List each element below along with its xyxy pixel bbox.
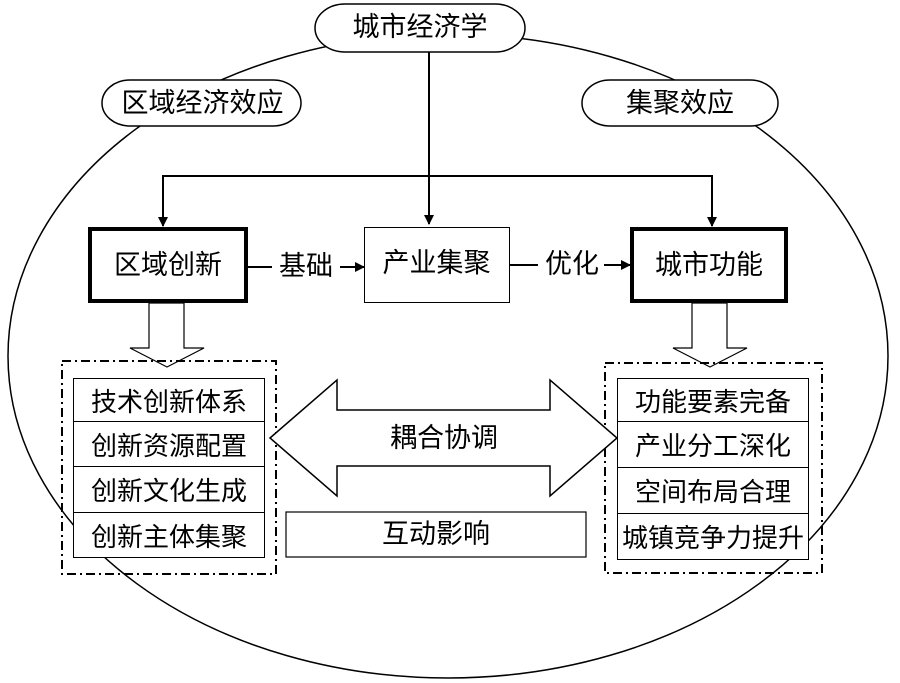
right-list-item: 产业分工深化	[617, 422, 809, 468]
left-list-item: 技术创新体系	[73, 378, 265, 422]
industry-cluster-node: 产业集聚	[364, 227, 510, 303]
left-group-frame	[61, 360, 277, 575]
top-title: 城市经济学	[352, 12, 488, 43]
left-oval-shape	[101, 79, 302, 127]
left-list-item: 创新资源配置	[73, 422, 265, 467]
industry-cluster-label: 产业集聚	[382, 248, 491, 279]
city-function-label: 城市功能	[655, 250, 763, 281]
right-oval-label: 集聚效应	[626, 88, 734, 119]
interaction-box	[285, 511, 587, 558]
right-hollow-down-arrow	[672, 302, 748, 368]
right-oval-shape	[581, 79, 779, 127]
region-innovation-label: 区域创新	[114, 250, 222, 281]
left-list-item: 创新文化生成	[73, 467, 265, 513]
right-group-frame	[604, 362, 823, 574]
top-oval-shape	[314, 3, 526, 53]
bracket-line	[162, 175, 713, 224]
left-oval-label: 区域经济效应	[121, 88, 284, 119]
right-list-item: 城镇竞争力提升	[617, 514, 809, 560]
right-list-item: 空间布局合理	[617, 468, 809, 514]
right-list-item: 功能要素完备	[617, 378, 809, 422]
interaction-label: 互动影响	[382, 519, 490, 550]
coupling-label: 耦合协调	[390, 423, 498, 454]
left-list: 技术创新体系 创新资源配置 创新文化生成 创新主体集聚	[73, 378, 265, 558]
basis-label: 基础	[279, 251, 333, 282]
region-innovation-node: 区域创新	[88, 227, 248, 303]
left-hollow-down-arrow	[129, 302, 205, 368]
right-list: 功能要素完备 产业分工深化 空间布局合理 城镇竞争力提升	[617, 378, 809, 560]
outer-ellipse	[7, 33, 889, 679]
city-function-node: 城市功能	[630, 227, 788, 303]
optimize-label: 优化	[545, 249, 599, 280]
left-list-item: 创新主体集聚	[73, 513, 265, 558]
